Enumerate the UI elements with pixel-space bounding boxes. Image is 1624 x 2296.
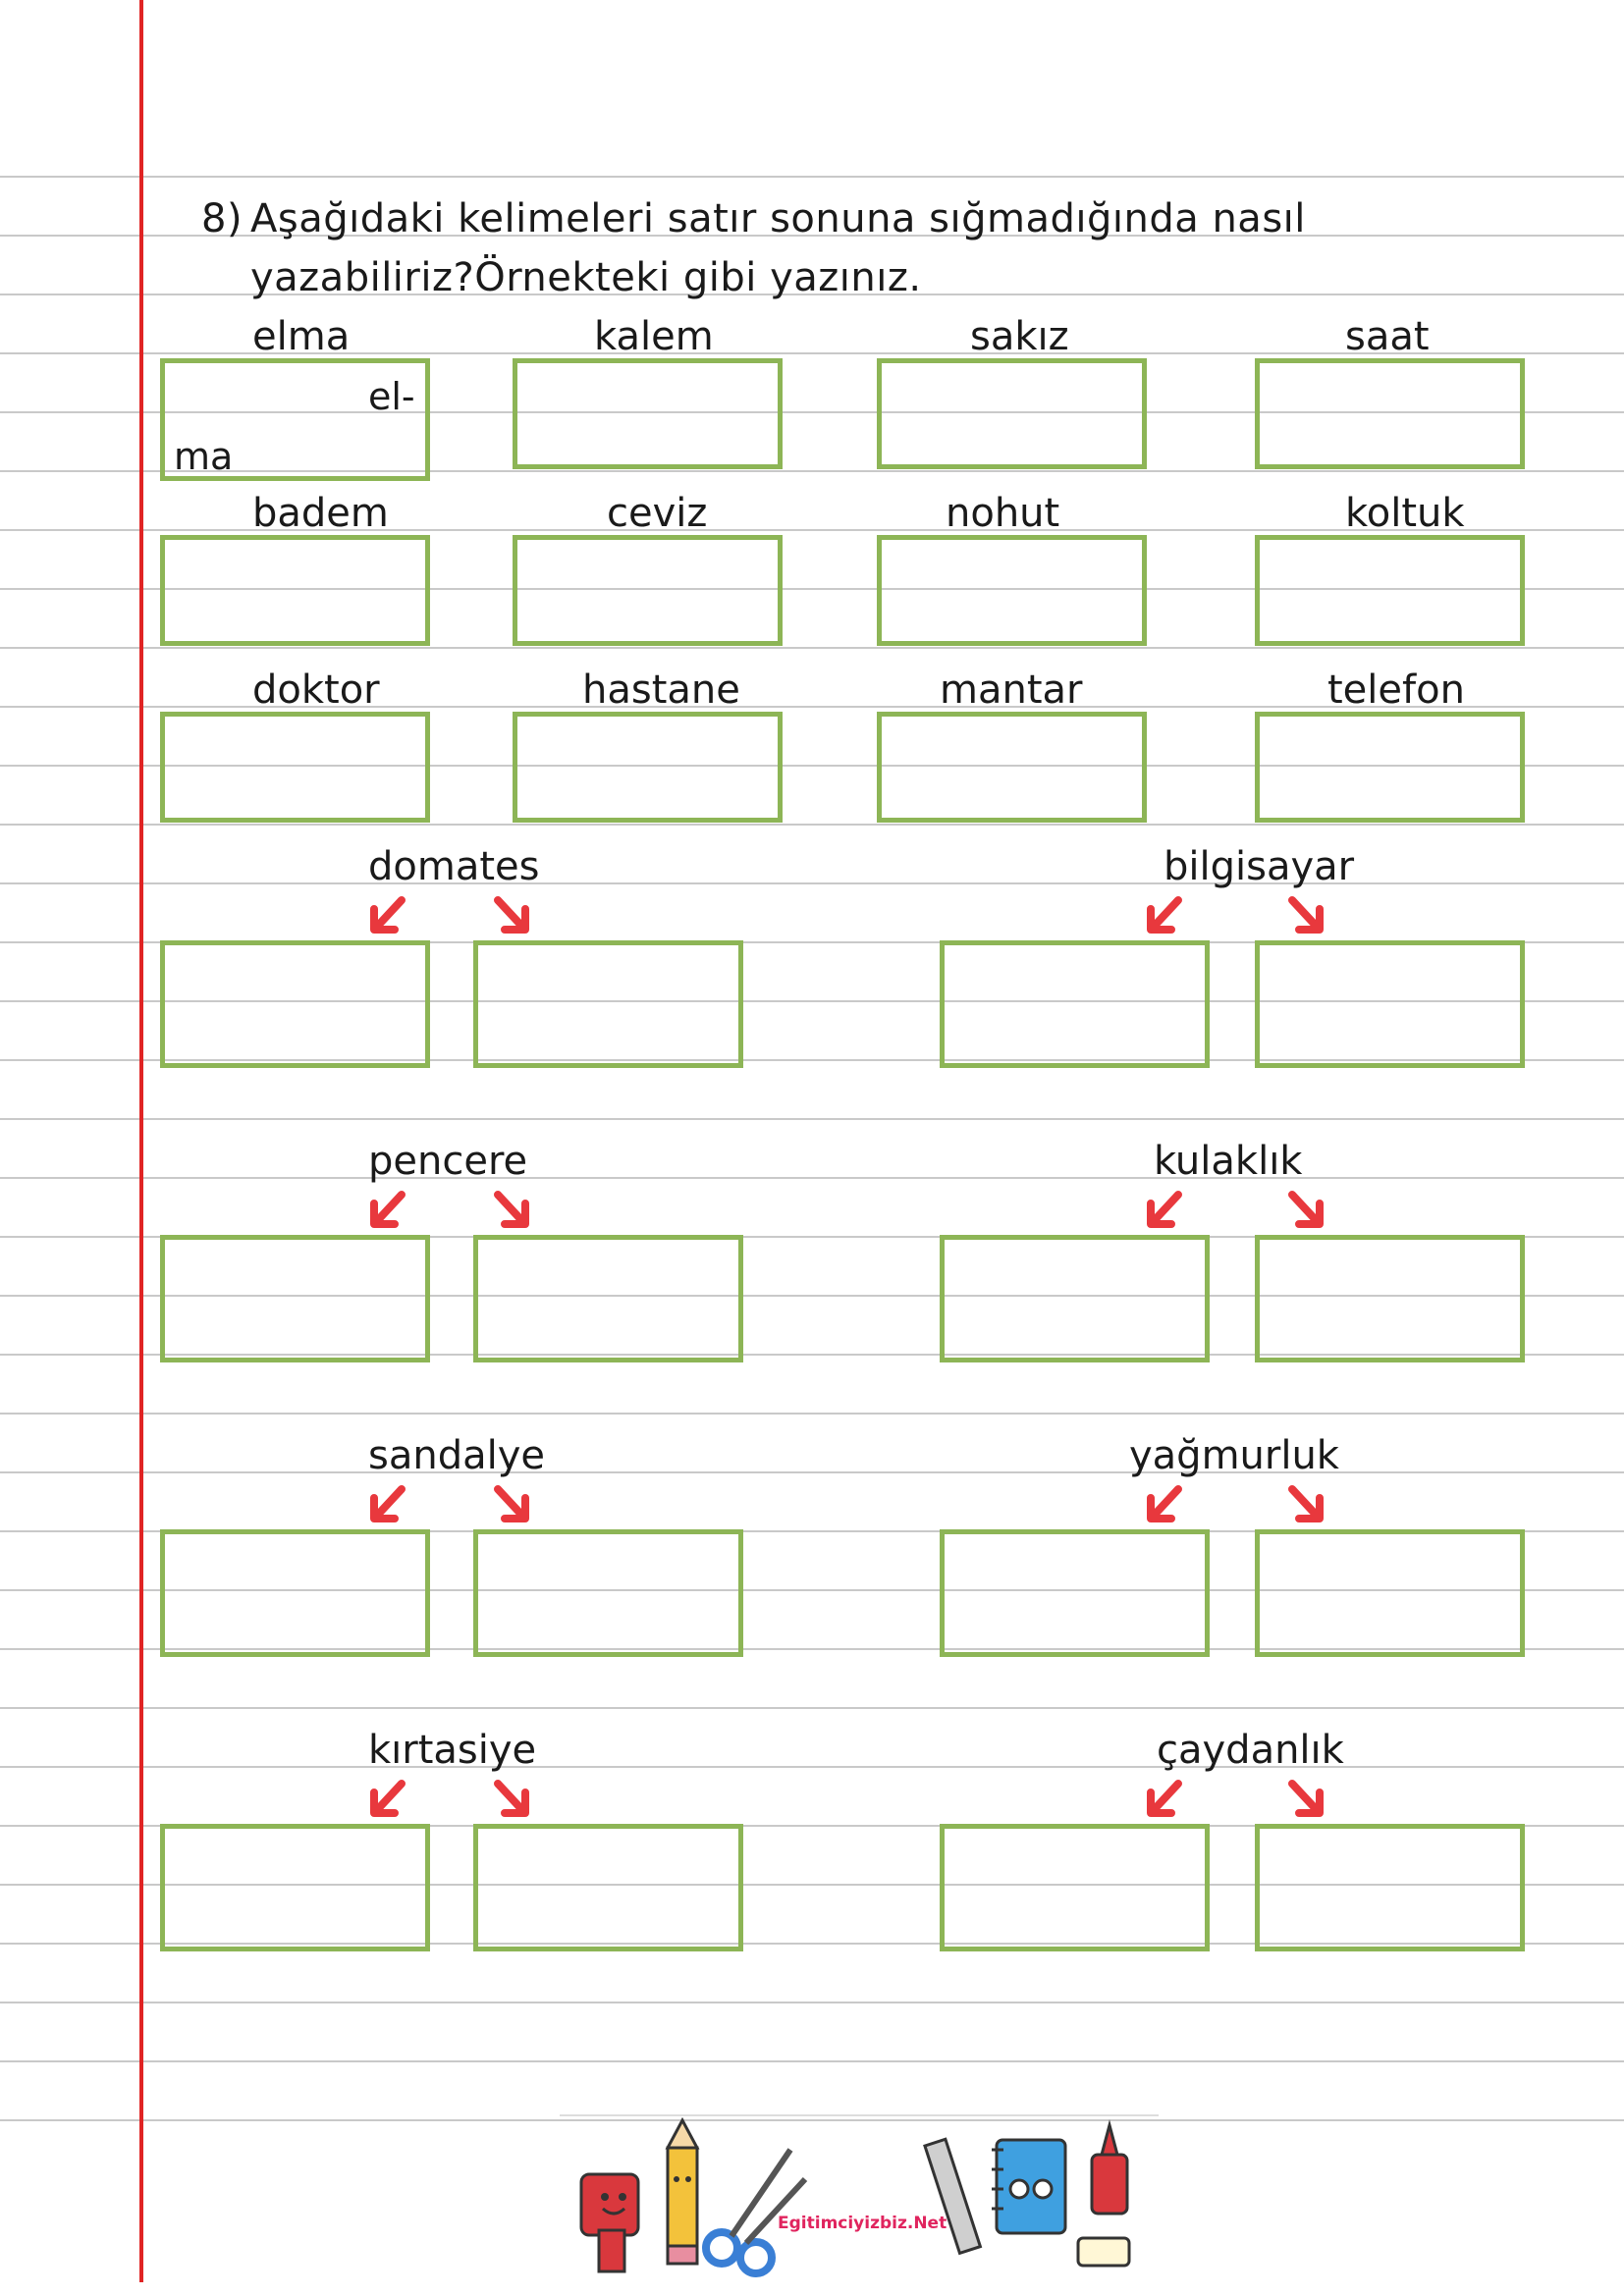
arrow-down-right-icon (1288, 1780, 1324, 1817)
answer-box[interactable] (160, 1529, 430, 1657)
arrow-down-right-icon (494, 1780, 529, 1817)
answer-box[interactable] (160, 712, 430, 823)
answer-box[interactable] (1255, 1529, 1525, 1657)
answer-box[interactable] (473, 1529, 743, 1657)
answer-box[interactable] (877, 712, 1147, 823)
answer-box[interactable] (513, 535, 783, 646)
grid-word: mantar (940, 667, 1083, 713)
notebook-icon (992, 2138, 1067, 2235)
grid-word: ceviz (607, 491, 708, 536)
margin-line (139, 0, 143, 2282)
answer-box[interactable] (473, 940, 743, 1068)
arrow-down-left-icon (1147, 1780, 1182, 1817)
question-number: 8) (201, 196, 244, 241)
answer-box[interactable] (1255, 358, 1525, 469)
arrow-down-left-icon (1147, 896, 1182, 934)
answer-box[interactable] (1255, 1235, 1525, 1362)
arrow-down-right-icon (494, 1191, 529, 1228)
grid-word: sakız (970, 314, 1069, 359)
example-answer-box (160, 358, 430, 481)
arrow-down-right-icon (1288, 896, 1324, 934)
eraser-icon (1076, 2236, 1131, 2268)
answer-box[interactable] (513, 712, 783, 823)
answer-box[interactable] (160, 1824, 430, 1951)
answer-box[interactable] (160, 1235, 430, 1362)
pair-word: sandalye (368, 1433, 545, 1478)
arrow-down-left-icon (370, 1191, 406, 1228)
answer-box[interactable] (940, 1529, 1210, 1657)
answer-box[interactable] (1255, 535, 1525, 646)
arrow-down-right-icon (494, 1485, 529, 1522)
pair-word: bilgisayar (1164, 844, 1355, 889)
answer-box[interactable] (940, 1824, 1210, 1951)
pair-word: pencere (368, 1139, 528, 1184)
grid-word: kalem (594, 314, 714, 359)
answer-box[interactable] (877, 358, 1147, 469)
answer-box[interactable] (940, 940, 1210, 1068)
arrow-down-left-icon (370, 896, 406, 934)
grid-word: doktor (252, 667, 380, 713)
answer-box[interactable] (513, 358, 783, 469)
answer-box[interactable] (160, 940, 430, 1068)
answer-box[interactable] (473, 1824, 743, 1951)
answer-box[interactable] (940, 1235, 1210, 1362)
answer-box[interactable] (1255, 940, 1525, 1068)
ruler-icon (923, 2137, 983, 2256)
grid-word: elma (252, 314, 351, 359)
example-part2: ma (174, 435, 234, 478)
answer-box[interactable] (160, 535, 430, 646)
answer-box[interactable] (1255, 712, 1525, 823)
grid-word: telefon (1327, 667, 1465, 713)
glue-bottle-icon (1090, 2119, 1129, 2216)
footer-stationery-illustration: Egitimciyizbiz.Net (560, 2114, 1159, 2277)
arrow-down-right-icon (494, 896, 529, 934)
arrow-down-left-icon (1147, 1485, 1182, 1522)
pair-word: kırtasiye (368, 1728, 537, 1773)
answer-box[interactable] (1255, 1824, 1525, 1951)
arrow-down-left-icon (1147, 1191, 1182, 1228)
pair-word: domates (368, 844, 540, 889)
answer-box[interactable] (877, 535, 1147, 646)
answer-box[interactable] (473, 1235, 743, 1362)
arrow-down-right-icon (1288, 1485, 1324, 1522)
question-text-line1: Aşağıdaki kelimeleri satır sonuna sığmad… (250, 196, 1306, 241)
pair-word: kulaklık (1154, 1139, 1303, 1184)
sharpener-icon (579, 2172, 640, 2273)
grid-word: hastane (582, 667, 740, 713)
pair-word: yağmurluk (1129, 1433, 1339, 1478)
grid-word: saat (1345, 314, 1430, 359)
pair-word: çaydanlık (1157, 1728, 1344, 1773)
arrow-down-left-icon (370, 1780, 406, 1817)
scissors-icon (702, 2148, 808, 2277)
grid-word: nohut (946, 491, 1060, 536)
arrow-down-left-icon (370, 1485, 406, 1522)
pencil-icon (665, 2116, 700, 2266)
brand-label: Egitimciyizbiz.Net (778, 2214, 947, 2233)
grid-word: koltuk (1345, 491, 1465, 536)
example-part1: el- (368, 375, 415, 418)
question-text-line2: yazabiliriz?Örnekteki gibi yazınız. (250, 255, 922, 300)
grid-word: badem (252, 491, 389, 536)
arrow-down-right-icon (1288, 1191, 1324, 1228)
